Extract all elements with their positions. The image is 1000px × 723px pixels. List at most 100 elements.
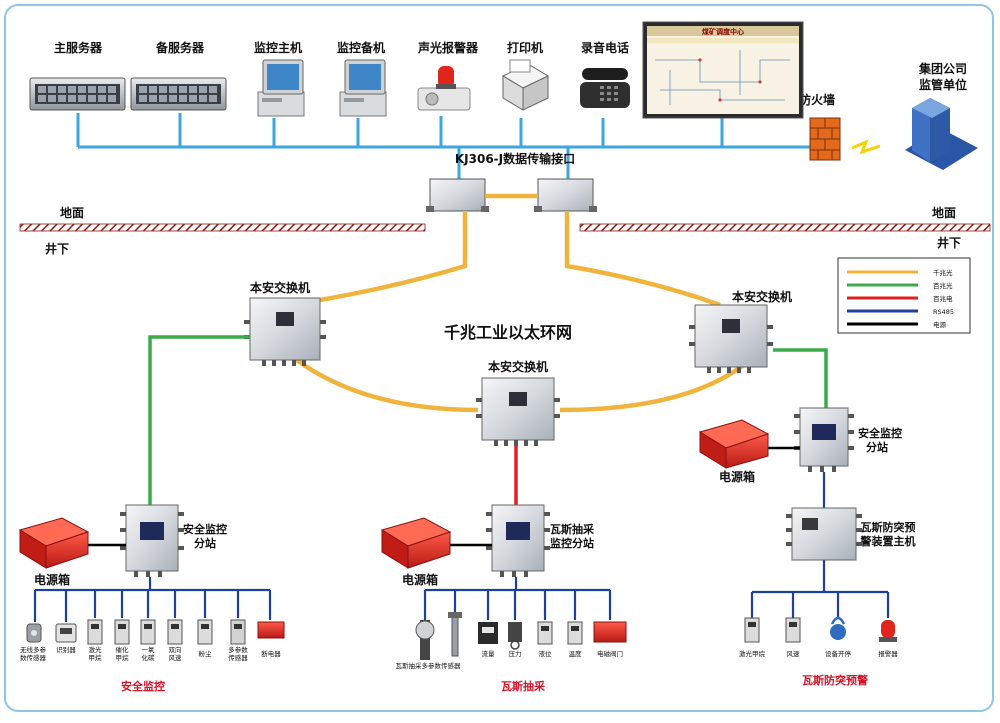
sensor-label: 激光 — [89, 645, 103, 654]
power-box-right — [698, 419, 770, 469]
sensor-identifier-icon — [55, 623, 77, 643]
legend-label: RS485 — [933, 308, 954, 316]
ground-label-left: 地面 — [60, 205, 84, 220]
monitor-host-label: 监控主机 — [254, 40, 302, 55]
substation-right-label-2: 分站 — [866, 440, 888, 454]
interface-box-right — [534, 178, 597, 212]
sensor-label: 双向 — [169, 645, 182, 654]
sensor-co-icon — [140, 619, 156, 645]
sensor-label: 甲烷 — [89, 653, 103, 662]
sensor-level-icon — [537, 621, 553, 645]
legend-label: 千兆光 — [933, 268, 953, 277]
multi-param-probe-icon — [415, 620, 435, 660]
ground-label-right: 地面 — [932, 205, 956, 220]
link-left-100m-fiber — [148, 335, 250, 505]
substation-left — [120, 504, 184, 577]
outburst-warning-host — [786, 507, 862, 561]
regulator-label: 监管单位 — [919, 77, 967, 92]
switch-right-label: 本安交换机 — [732, 289, 792, 304]
sensor-label: 设备开停 — [825, 649, 852, 658]
section-title-center: 瓦斯抽采 — [501, 679, 546, 693]
sensor-catalytic-methane-icon — [114, 619, 130, 645]
sensor-label: 数传感器 — [20, 653, 47, 662]
monitor-backup-label: 监控备机 — [337, 40, 385, 55]
equipment-switch-icon — [830, 616, 846, 640]
sensor-temperature-icon — [567, 621, 583, 645]
monitor-backup-icon — [339, 59, 387, 117]
sensor-wireless-icon — [26, 623, 42, 643]
sensor-multi-param-icon — [230, 619, 246, 645]
printer-icon — [501, 59, 550, 111]
building-icon — [905, 98, 978, 170]
sensor-laser-methane-icon — [87, 619, 103, 645]
substation-left-label-2: 分站 — [194, 536, 216, 550]
phone-icon — [580, 68, 630, 108]
sensor-wind-speed-icon — [167, 619, 183, 645]
sensor-label: 传感器 — [228, 653, 248, 662]
legend-label: 百兆电 — [933, 294, 953, 303]
sensor-wind-right-icon — [785, 617, 801, 643]
alarm-icon — [417, 66, 471, 111]
ring-label: 千兆工业以太环网 — [444, 323, 572, 342]
group-company-label: 集团公司 — [918, 61, 967, 76]
substation-left-label-1: 安全监控 — [183, 522, 227, 536]
wireless-link-icon — [851, 139, 881, 155]
sensor-label: 压力 — [509, 649, 522, 658]
ground-line — [19, 223, 991, 232]
sensor-label: 液位 — [539, 649, 553, 658]
sensor-label: 催化 — [116, 645, 130, 654]
sensor-label: 粉尘 — [199, 649, 213, 658]
dispatch-screen: 煤矿调度中心 — [642, 21, 804, 119]
power-box-left-label: 电源箱 — [34, 572, 70, 587]
sensor-label: 温度 — [569, 649, 583, 658]
gigabit-ring — [288, 193, 752, 413]
power-box-right-label: 电源箱 — [719, 469, 755, 484]
sensor-flow-icon — [478, 622, 498, 644]
sensor-label: 一氧 — [142, 645, 156, 654]
main-server-icon — [29, 77, 126, 111]
legend-label: 电源 — [933, 320, 947, 329]
legend: 千兆光 百兆光 百兆电 RS485 电源 — [837, 257, 971, 334]
section-title-left: 安全监控 — [121, 679, 165, 693]
screen-title: 煤矿调度中心 — [702, 27, 744, 36]
substation-center-label-1: 瓦斯抽采 — [550, 522, 595, 536]
sensor-label: 电磁阀门 — [597, 649, 623, 658]
outburst-host-label-1: 瓦斯防突预 — [861, 520, 916, 534]
substation-center-label-2: 监控分站 — [550, 536, 594, 550]
printer-label: 打印机 — [507, 40, 543, 55]
sensor-laser-methane-right-icon — [744, 617, 760, 643]
power-box-center — [380, 517, 452, 569]
switch-right — [689, 304, 773, 373]
main-server-label: 主服务器 — [54, 40, 103, 55]
recorder-phone-label: 录音电话 — [581, 40, 629, 55]
legend-label: 百兆光 — [933, 281, 953, 290]
switch-center-label: 本安交换机 — [488, 359, 548, 374]
sensor-label: 流量 — [482, 649, 496, 658]
backup-server-label: 备服务器 — [155, 40, 205, 55]
switch-center — [476, 377, 560, 446]
underground-label-right: 井下 — [937, 235, 961, 250]
interface-label: KJ306-J数据传输接口 — [455, 151, 575, 166]
firewall-label: 防火墙 — [799, 92, 835, 107]
sensor-dust-icon — [197, 619, 213, 645]
sensor-label: 化碳 — [142, 653, 156, 662]
substation-right-label-1: 安全监控 — [858, 426, 902, 440]
sensor-label: 甲烷 — [116, 653, 130, 662]
sensor-label: 激光甲烷 — [739, 649, 766, 658]
backup-server-icon — [130, 77, 227, 111]
power-box-center-label: 电源箱 — [402, 572, 438, 587]
sensor-label: 识别器 — [56, 645, 76, 654]
power-cutoff-icon — [257, 621, 285, 639]
sensor-label: 多参数 — [228, 645, 248, 654]
sensor-label: 风速 — [169, 654, 183, 662]
section-title-right: 瓦斯防突预警 — [802, 673, 868, 687]
switch-left-label: 本安交换机 — [250, 280, 310, 295]
power-box-left — [18, 517, 90, 569]
switch-left — [244, 297, 326, 366]
rs485-tree-center — [423, 577, 612, 620]
substation-center — [486, 504, 550, 577]
alarm-label: 声光报警器 — [417, 40, 479, 55]
rs485-tree-left — [33, 577, 272, 622]
rs485-tree-right — [750, 560, 890, 618]
